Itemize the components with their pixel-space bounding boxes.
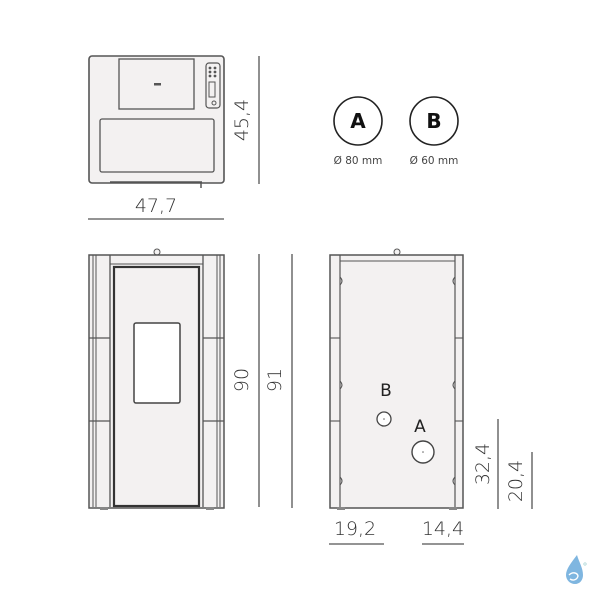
legend-a-caption: Ø 80 mm xyxy=(334,155,383,167)
outlet-a-label: A xyxy=(414,417,426,437)
depth-dimension: 45,4 xyxy=(231,99,253,141)
outlet-a-offset-dimension: 14,4 xyxy=(422,518,464,540)
outlet-b-label: B xyxy=(380,381,392,401)
outlet-a-height-dimension: 20,4 xyxy=(505,460,527,502)
outlet-legend: A Ø 80 mm B Ø 60 mm xyxy=(333,96,459,167)
legend-b-caption: Ø 60 mm xyxy=(410,155,459,167)
outlet-b-height-dimension: 32,4 xyxy=(472,443,494,485)
legend-b-letter: B xyxy=(426,109,441,133)
width-dimension: 47,7 xyxy=(135,195,177,217)
front-view: 90 91 xyxy=(88,248,293,510)
body-height-dimension: 90 xyxy=(231,368,253,392)
control-panel-icon xyxy=(205,62,221,109)
legend-a-letter: A xyxy=(350,109,366,133)
total-height-dimension: 91 xyxy=(264,368,286,392)
top-view: 47,7 45,4 xyxy=(88,55,260,220)
brand-logo-icon xyxy=(566,555,587,584)
outlet-b-offset-dimension: 19,2 xyxy=(334,518,376,540)
rear-view: B A 19,2 14,4 32,4 20,4 xyxy=(329,248,533,545)
